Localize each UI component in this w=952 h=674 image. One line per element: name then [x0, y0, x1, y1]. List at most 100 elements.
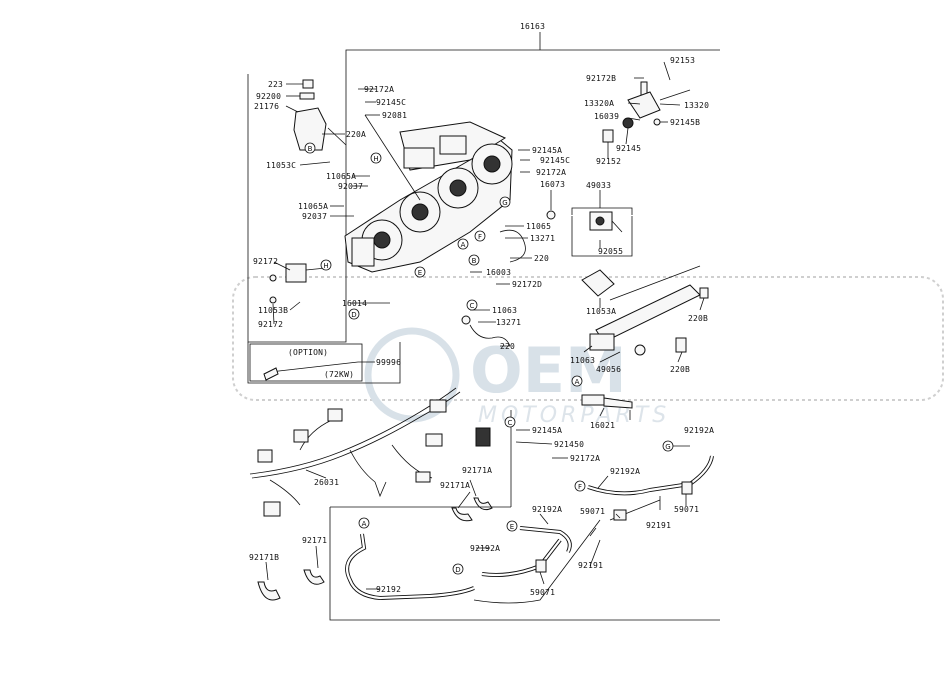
label-92037-a: 92037 [338, 182, 363, 191]
label-92172a-b: 92172A [536, 168, 566, 177]
label-921450: 921450 [554, 440, 584, 449]
label-16014: 16014 [342, 299, 367, 308]
callout-d-2: D [455, 566, 460, 574]
callout-c-2: C [508, 419, 513, 427]
label-11065a-a: 11065A [326, 172, 356, 181]
label-220-b: 220 [500, 342, 515, 351]
label-16073: 16073 [540, 180, 565, 189]
label-16039: 16039 [594, 112, 619, 121]
callout-a-3: A [362, 520, 367, 528]
label-92152: 92152 [596, 157, 621, 166]
label-92172b: 92172B [586, 74, 616, 83]
label-13320a: 13320A [584, 99, 614, 108]
fuel-rail [581, 265, 709, 356]
label-59071-c: 59071 [530, 588, 555, 597]
label-92145b: 92145B [670, 118, 700, 127]
callout-f-2: F [578, 483, 582, 491]
label-92172a-top: 92172A [364, 85, 394, 94]
label-223: 223 [268, 80, 283, 89]
leader-lines [265, 61, 705, 590]
label-92145: 92145 [616, 144, 641, 153]
label-21176: 21176 [254, 102, 279, 111]
hose-group-box [329, 507, 720, 621]
label-92192a-b: 92192A [610, 467, 640, 476]
option-box [249, 343, 363, 382]
label-49056: 49056 [596, 365, 621, 374]
callout-f-1: F [478, 233, 482, 241]
label-220-a: 220 [534, 254, 549, 263]
label-11053a: 11053A [586, 307, 616, 316]
label-92172-b: 92172 [258, 320, 283, 329]
label-72kw: (72KW) [324, 370, 354, 379]
label-92153: 92153 [670, 56, 695, 65]
label-92037-b: 92037 [302, 212, 327, 221]
option-part [263, 367, 279, 381]
label-11065: 11065 [526, 222, 551, 231]
label-92055: 92055 [598, 247, 623, 256]
callout-b-1: B [308, 145, 313, 153]
callout-a-1: A [461, 241, 466, 249]
label-13320: 13320 [684, 101, 709, 110]
hoses-bottom [345, 394, 714, 604]
sensor-49033 [571, 207, 633, 257]
label-16021: 16021 [590, 421, 615, 430]
part-labels: 223 92200 21176 220A 11053C 92172A 92145… [249, 56, 714, 597]
vacuum-hoses-center [461, 210, 556, 347]
label-11053b: 11053B [258, 306, 288, 315]
label-13271-b: 13271 [496, 318, 521, 327]
label-92172a-c: 92172A [570, 454, 600, 463]
label-11063-b: 11063 [570, 356, 595, 365]
label-92171a-b: 92171A [440, 481, 470, 490]
bracket-parts-left [269, 79, 347, 304]
label-92145a-a: 92145A [532, 146, 562, 155]
callout-c-1: C [470, 302, 475, 310]
label-92192a-c: 92192A [532, 505, 562, 514]
callout-g-1: G [502, 199, 507, 207]
label-92191-a: 92191 [646, 521, 671, 530]
callout-h-1: H [373, 155, 378, 163]
callout-e-2: E [510, 523, 514, 531]
label-13271-a: 13271 [530, 234, 555, 243]
label-220b-b: 220B [670, 365, 690, 374]
label-92171b: 92171B [249, 553, 279, 562]
wiring-harness [249, 387, 491, 517]
label-59071-a: 59071 [580, 507, 605, 516]
label-11063-a: 11063 [492, 306, 517, 315]
label-220b-a: 220B [688, 314, 708, 323]
label-11053c: 11053C [266, 161, 296, 170]
label-26031: 26031 [314, 478, 339, 487]
label-92171a-a: 92171A [462, 466, 492, 475]
label-92200: 92200 [256, 92, 281, 101]
label-92171: 92171 [302, 536, 327, 545]
label-49033: 49033 [586, 181, 611, 190]
label-92145c-b: 92145C [540, 156, 570, 165]
callout-a-2: A [575, 378, 580, 386]
label-92081: 92081 [382, 111, 407, 120]
label-92192a-d: 92192A [470, 544, 500, 553]
throttle-body [344, 121, 513, 273]
label-11065a-b: 11065A [298, 202, 328, 211]
label-92191-b: 92191 [578, 561, 603, 570]
callout-h-2: H [323, 262, 328, 270]
label-92145c-top: 92145C [376, 98, 406, 107]
label-220a: 220A [346, 130, 366, 139]
callout-b-2: B [472, 257, 477, 265]
label-option: (OPTION) [288, 348, 328, 357]
assembly-number: 16163 [520, 22, 545, 31]
label-92172d: 92172D [512, 280, 542, 289]
linkage-top-right [602, 81, 691, 143]
label-99996: 99996 [376, 358, 401, 367]
label-16003: 16003 [486, 268, 511, 277]
label-92172-a: 92172 [253, 257, 278, 266]
callout-d-1: D [351, 311, 356, 319]
assembly-bracket [247, 32, 720, 384]
label-92192a-a: 92192A [684, 426, 714, 435]
callout-e-1: E [418, 269, 422, 277]
label-92145a-b: 92145A [532, 426, 562, 435]
callout-circles: B H H E A F G B D C C A G F E A D [304, 142, 674, 575]
callout-g-2: G [665, 443, 670, 451]
label-92192: 92192 [376, 585, 401, 594]
clips [257, 497, 493, 601]
